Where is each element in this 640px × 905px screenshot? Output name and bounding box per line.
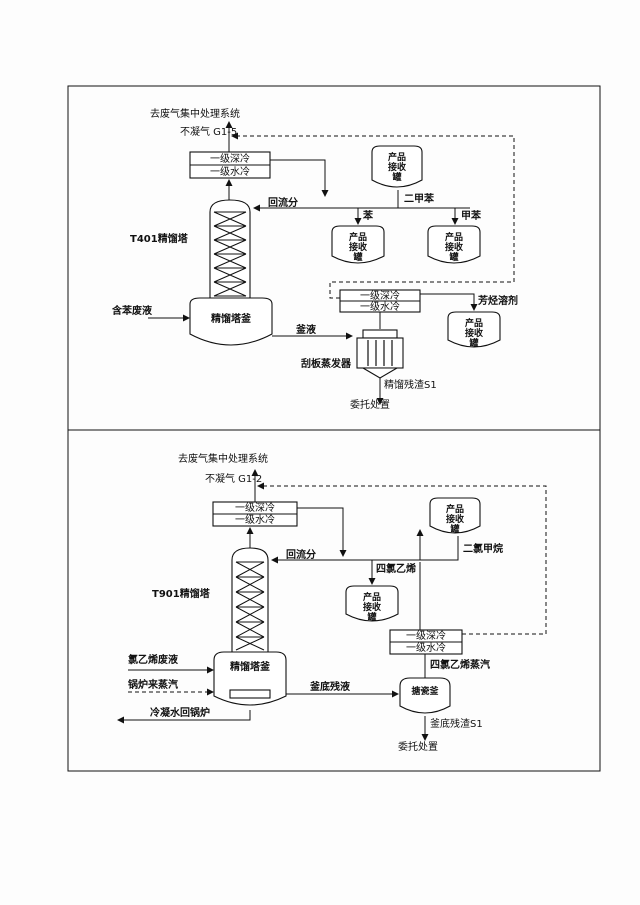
bottom-evap-kettle-label: 搪瓷釜 xyxy=(411,685,439,697)
svg-text:产品: 产品 xyxy=(349,231,367,243)
top-aromatic-label: 芳烃溶剂 xyxy=(478,294,518,307)
svg-text:产品: 产品 xyxy=(388,151,406,163)
top-condenser-deep: 一级深冷 xyxy=(210,152,250,165)
top-condenser2-water: 一级水冷 xyxy=(360,300,400,313)
svg-text:产品: 产品 xyxy=(465,317,483,329)
bottom-dcm-label: 二氯甲烷 xyxy=(463,542,503,555)
top-tank-aromatic: 产品 接收 罐 xyxy=(447,311,501,349)
top-kettle-label: 精馏塔釜 xyxy=(211,312,252,325)
top-noncond-gas: 不凝气 G1-5 xyxy=(180,125,237,138)
top-evaporator xyxy=(356,329,404,379)
top-tank-benzene: 产品 接收 罐 xyxy=(331,225,385,264)
svg-text:罐: 罐 xyxy=(366,611,376,623)
svg-text:罐: 罐 xyxy=(448,251,458,263)
svg-text:罐: 罐 xyxy=(391,171,401,183)
top-kettle-liquid-label: 釜液 xyxy=(295,323,316,336)
bottom-process: 去废气集中处理系统 不凝气 G1-2 一级深冷 一级水冷 T901精馏塔 回流分… xyxy=(117,452,547,753)
bottom-condensate-return-label: 冷凝水回锅炉 xyxy=(150,706,210,719)
svg-text:接收: 接收 xyxy=(445,241,463,253)
top-toluene-label: 甲苯 xyxy=(461,209,482,222)
bottom-column-label: T901精馏塔 xyxy=(152,587,211,600)
top-column xyxy=(209,199,251,301)
bottom-evap-kettle xyxy=(399,677,451,714)
svg-text:接收: 接收 xyxy=(349,241,367,253)
svg-text:罐: 罐 xyxy=(352,251,362,263)
bottom-condenser-deep: 一级深冷 xyxy=(235,501,275,514)
svg-text:接收: 接收 xyxy=(388,161,406,173)
bottom-tank-tce: 产品 接收 罐 xyxy=(345,585,399,623)
bottom-column-packing xyxy=(235,561,265,651)
bottom-reflux-label: 回流分 xyxy=(286,548,316,561)
top-condensate-line xyxy=(270,159,329,197)
svg-text:罐: 罐 xyxy=(449,523,459,535)
top-evaporator-label: 刮板蒸发器 xyxy=(301,357,352,370)
bottom-noncond-dashed-line xyxy=(257,482,547,635)
bottom-tank-dcm: 产品 接收 罐 xyxy=(429,497,481,535)
svg-text:产品: 产品 xyxy=(363,591,381,603)
bottom-condensate-line xyxy=(297,507,347,557)
top-aromatic-line xyxy=(420,293,478,311)
top-disposal-label: 委托处置 xyxy=(350,398,390,411)
bottom-condenser2-deep: 一级深冷 xyxy=(406,629,446,642)
svg-text:产品: 产品 xyxy=(446,503,464,515)
bottom-tce-vapor-label: 四氯乙烯蒸汽 xyxy=(430,658,490,671)
outer-frame xyxy=(67,85,601,772)
top-kettle xyxy=(189,297,273,346)
bottom-heating-coil xyxy=(229,689,271,699)
top-xylene-label: 二甲苯 xyxy=(404,192,435,205)
bottom-disposal-label: 委托处置 xyxy=(398,740,438,753)
top-column-packing xyxy=(213,211,247,297)
top-feed-label: 含苯废液 xyxy=(112,304,152,317)
svg-text:接收: 接收 xyxy=(446,513,464,525)
bottom-waste-gas-dest: 去废气集中处理系统 xyxy=(178,452,268,465)
svg-text:接收: 接收 xyxy=(363,601,381,613)
bottom-noncond-gas: 不凝气 G1-2 xyxy=(205,472,262,485)
svg-text:产品: 产品 xyxy=(445,231,463,243)
bottom-residue-label: 釜底残渣S1 xyxy=(430,717,483,730)
bottom-steam-label: 锅炉来蒸汽 xyxy=(128,678,178,691)
top-condenser2-deep: 一级深冷 xyxy=(360,289,400,302)
bottom-condenser-water: 一级水冷 xyxy=(235,513,275,526)
bottom-condensate-return-line xyxy=(117,710,251,724)
top-tank-xylene: 产品 接收 罐 xyxy=(371,145,423,188)
top-process: 去废气集中处理系统 不凝气 G1-5 一级深冷 一级水冷 T401精馏塔 回流分 xyxy=(112,107,518,411)
bottom-tce-label: 四氯乙烯 xyxy=(376,562,416,575)
bottom-feed-label: 氯乙烯废液 xyxy=(128,653,178,666)
top-noncond-dashed-line xyxy=(231,132,515,299)
bottom-condenser2-water: 一级水冷 xyxy=(406,641,446,654)
svg-text:罐: 罐 xyxy=(468,337,478,349)
bottom-kettle-label: 精馏塔釜 xyxy=(230,660,271,673)
top-column-label: T401精馏塔 xyxy=(130,232,189,245)
top-tank-toluene: 产品 接收 罐 xyxy=(427,225,481,264)
bottom-kettle-residue-label: 釜底残液 xyxy=(309,680,350,693)
svg-text:接收: 接收 xyxy=(465,327,483,339)
top-reflux-label: 回流分 xyxy=(268,196,298,209)
top-residue-label: 精馏残渣S1 xyxy=(384,378,437,391)
top-condenser-water: 一级水冷 xyxy=(210,165,250,178)
top-waste-gas-dest: 去废气集中处理系统 xyxy=(150,107,240,120)
top-benzene-label: 苯 xyxy=(362,209,374,222)
